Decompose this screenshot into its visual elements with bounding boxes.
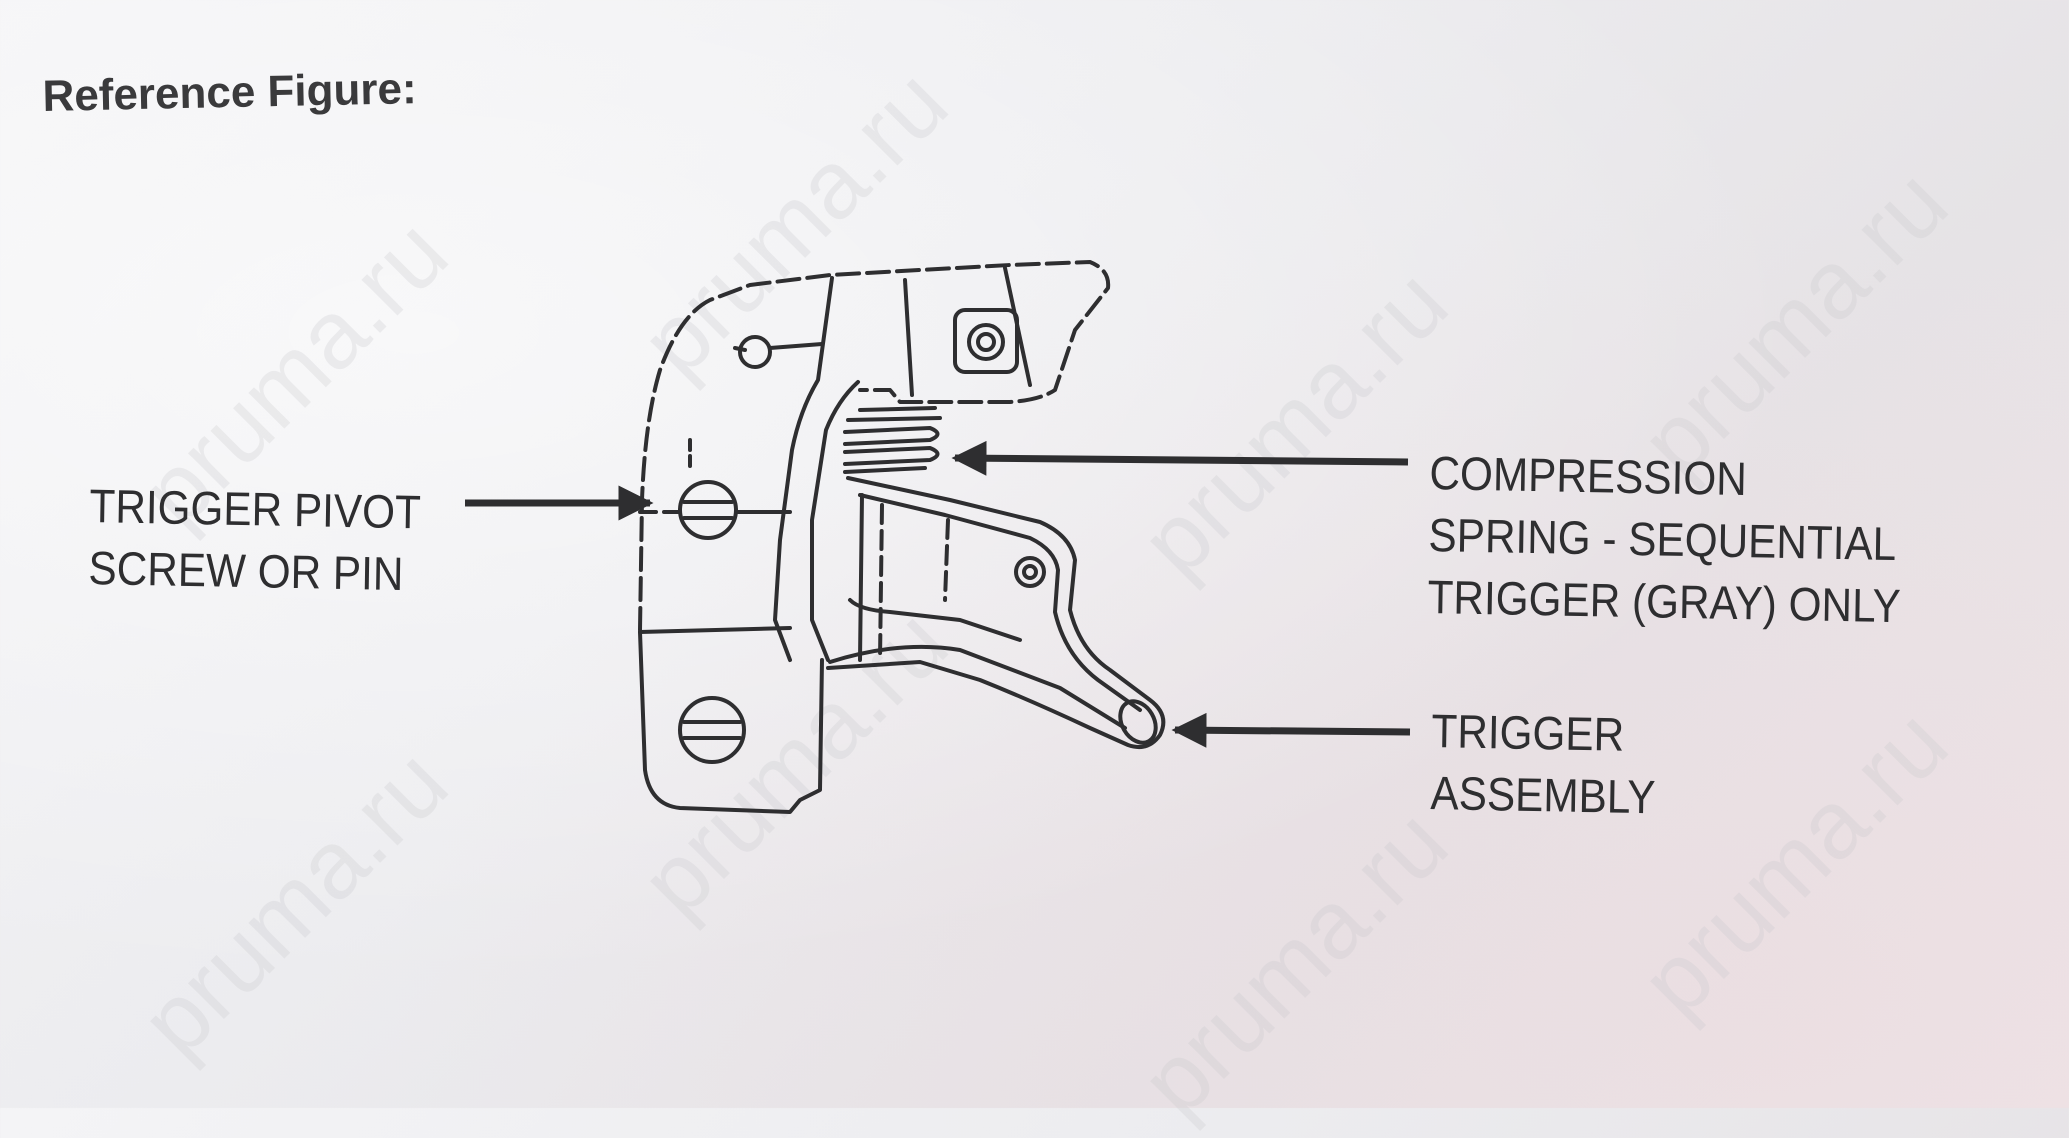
- callout-line: SPRING - SEQUENTIAL: [1428, 507, 1897, 571]
- callout-trigger-pivot: TRIGGER PIVOT SCREW OR PIN: [88, 475, 421, 605]
- callout-compression-spring: COMPRESSION SPRING - SEQUENTIAL TRIGGER …: [1427, 442, 1903, 637]
- callout-line: TRIGGER: [1431, 703, 1625, 761]
- lower-housing: [638, 630, 824, 814]
- housing-wall-inner: [810, 380, 860, 662]
- arrow-left-icon: [951, 440, 1409, 476]
- housing-wall: [773, 276, 834, 662]
- top-bracket: [953, 308, 1019, 374]
- trigger-assembly-diagram: [465, 260, 1411, 814]
- trigger-lever: [826, 476, 1166, 749]
- lower-screw-icon: [678, 696, 746, 764]
- pivot-screw-icon: [678, 480, 738, 540]
- callout-line: COMPRESSION: [1429, 445, 1748, 506]
- callout-line: TRIGGER PIVOT: [89, 478, 422, 539]
- small-screw-icon: [738, 335, 772, 369]
- top-screw-icon: [967, 323, 1005, 361]
- callout-line: TRIGGER (GRAY) ONLY: [1427, 569, 1902, 633]
- callout-line: ASSEMBLY: [1430, 765, 1656, 824]
- paper-background: [0, 0, 2069, 1108]
- housing-outline: [638, 260, 1111, 632]
- trigger-hole-icon: [1014, 556, 1046, 588]
- arrow-left-icon: [1171, 712, 1411, 748]
- callout-line: SCREW OR PIN: [88, 540, 404, 601]
- housing-seam: [903, 278, 914, 397]
- callout-trigger-assembly: TRIGGER ASSEMBLY: [1430, 700, 1657, 828]
- compression-spring: [843, 406, 942, 474]
